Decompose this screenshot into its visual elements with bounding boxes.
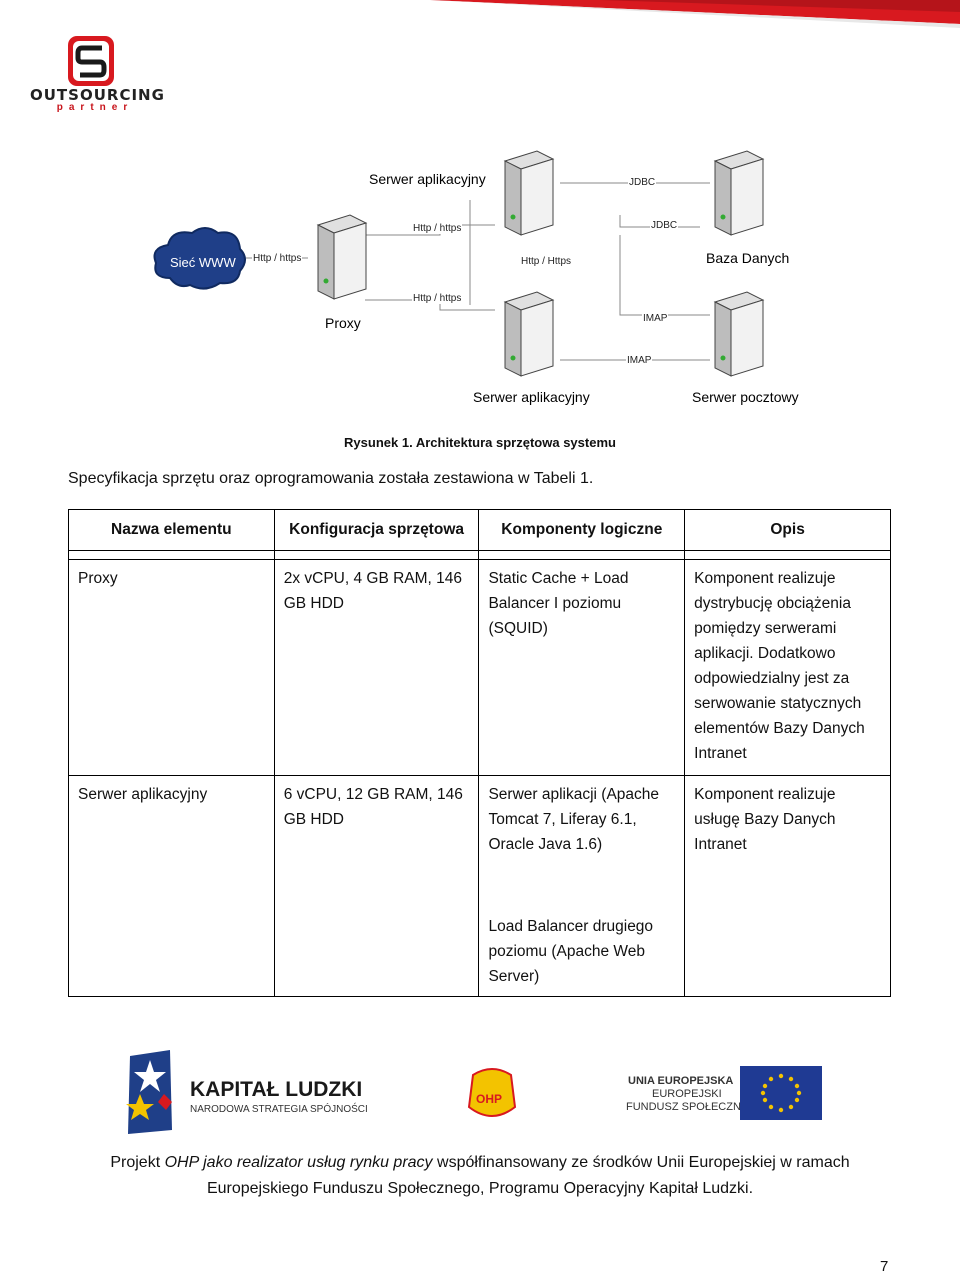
- conn-label: Http / https: [252, 253, 303, 264]
- page-number: 7: [880, 1258, 889, 1275]
- conn-label: Http / https: [412, 223, 463, 234]
- table-header-row: Nazwa elementu Konfiguracja sprzętowa Ko…: [68, 509, 891, 551]
- eu-logo-line2: EUROPEJSKI: [652, 1088, 722, 1100]
- intro-paragraph: Specyfikacja sprzętu oraz oprogramowania…: [68, 470, 594, 487]
- node-label-mail-server: Serwer pocztowy: [692, 389, 799, 405]
- cell-components: Serwer aplikacji (Apache Tomcat 7, Lifer…: [478, 775, 686, 997]
- funding-logos: KAPITAŁ LUDZKI NARODOWA STRATEGIA SPÓJNO…: [120, 1050, 840, 1140]
- spec-table: Nazwa elementu Konfiguracja sprzętowa Ko…: [68, 509, 891, 997]
- node-label-internet: Sieć WWW: [170, 255, 236, 270]
- column-header: Nazwa elementu: [68, 509, 275, 551]
- footer-text-part: współfinansowany ze środków Unii Europej…: [432, 1154, 850, 1171]
- conn-label: JDBC: [650, 220, 679, 231]
- logo-kapital-title: KAPITAŁ LUDZKI: [190, 1078, 363, 1101]
- column-header: Opis: [684, 509, 891, 551]
- server-icon: [713, 150, 765, 236]
- logo-wordmark: OUTSOURCING: [30, 86, 165, 104]
- column-header: Komponenty logiczne: [478, 509, 686, 551]
- conn-label: IMAP: [626, 355, 653, 366]
- cell-name: Serwer aplikacyjny: [68, 775, 275, 997]
- cell-config: 6 vCPU, 12 GB RAM, 146 GB HDD: [273, 775, 480, 997]
- outsourcing-partner-logo: [68, 36, 114, 86]
- node-label-proxy: Proxy: [325, 315, 361, 331]
- kapital-ludzki-emblem: [126, 1050, 172, 1134]
- eu-flag-icon: [740, 1066, 822, 1120]
- ohp-logo: [467, 1068, 517, 1117]
- conn-label: IMAP: [642, 313, 669, 324]
- eu-logo-line3: FUNDUSZ SPOŁECZNY: [626, 1101, 749, 1113]
- footer-text-line2: Europejskiego Funduszu Społecznego, Prog…: [206, 1180, 754, 1197]
- figure-caption: Rysunek 1. Architektura sprzętowa system…: [344, 435, 616, 450]
- cell-components-extra: Load Balancer drugiego poziomu (Apache W…: [488, 918, 654, 985]
- logo-subtitle: partner: [56, 102, 134, 113]
- architecture-diagram: Sieć WWW Serwer aplikacyjny Proxy Baza D…: [140, 145, 830, 415]
- conn-label: Http / Https: [520, 256, 573, 267]
- footer-text-part: Projekt: [110, 1154, 165, 1171]
- footer-funding-note: Projekt OHP jako realizator usług rynku …: [60, 1150, 900, 1202]
- cell-config: 2x vCPU, 4 GB RAM, 146 GB HDD: [273, 559, 480, 776]
- server-icon: [713, 291, 765, 377]
- column-header: Konfiguracja sprzętowa: [273, 509, 480, 551]
- cell-description: Komponent realizuje usługę Bazy Danych I…: [684, 775, 891, 997]
- cell-components-main: Serwer aplikacji (Apache Tomcat 7, Lifer…: [488, 786, 660, 853]
- node-label-app-server-top: Serwer aplikacyjny: [369, 171, 486, 187]
- conn-label: JDBC: [628, 177, 657, 188]
- server-icon: [503, 291, 555, 377]
- header-stripes: [430, 0, 960, 28]
- table-row: Proxy 2x vCPU, 4 GB RAM, 146 GB HDD Stat…: [68, 559, 891, 776]
- cell-description: Komponent realizuje dystrybucję obciążen…: [684, 559, 891, 776]
- cell-components: Static Cache + Load Balancer I poziomu (…: [478, 559, 686, 776]
- conn-label: Http / https: [412, 293, 463, 304]
- server-icon: [503, 150, 555, 236]
- cloud-icon: [153, 227, 246, 290]
- ohp-logo-text: OHP: [476, 1092, 503, 1106]
- eu-logo-line1: UNIA EUROPEJSKA: [628, 1075, 734, 1087]
- table-row: Serwer aplikacyjny 6 vCPU, 12 GB RAM, 14…: [68, 775, 891, 997]
- node-label-app-server-bottom: Serwer aplikacyjny: [473, 389, 590, 405]
- cell-name: Proxy: [68, 559, 275, 776]
- node-label-database: Baza Danych: [706, 250, 790, 266]
- server-icon: [316, 214, 368, 300]
- footer-project-name: OHP jako realizator usług rynku pracy: [164, 1154, 433, 1171]
- logo-kapital-sub: NARODOWA STRATEGIA SPÓJNOŚCI: [190, 1104, 368, 1115]
